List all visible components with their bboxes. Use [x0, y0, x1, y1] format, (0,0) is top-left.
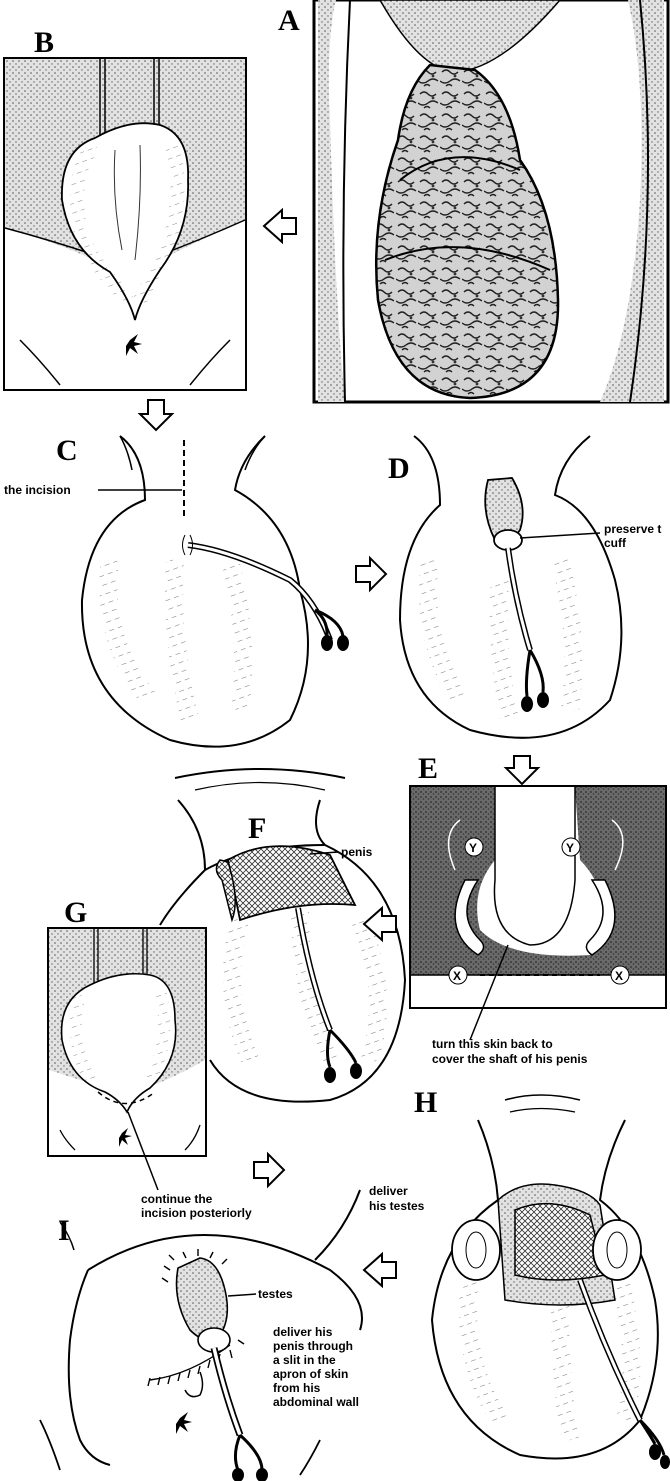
flap-x-right-label: X [615, 969, 623, 983]
arrow-down-icon [506, 756, 538, 784]
deliver-penis-label-line4: apron of skin [273, 1367, 348, 1381]
penis-label: penis [341, 845, 373, 859]
panel-h-illustration [432, 1095, 670, 1469]
panel-g-illustration [48, 928, 206, 1190]
arrow-down-icon [140, 400, 172, 430]
panel-c-illustration [82, 436, 349, 747]
panel-b-illustration [4, 58, 246, 390]
panel-f-letter: F [248, 812, 266, 845]
flap-y-right-label: Y [566, 841, 574, 855]
deliver-penis-label-line6: abdominal wall [273, 1395, 359, 1409]
flap-x-left-label: X [453, 969, 461, 983]
panel-h-letter: H [414, 1086, 437, 1119]
preserve-cuff-label-line1: preserve t [604, 522, 661, 536]
preserve-cuff-label-line2: cuff [604, 536, 627, 550]
deliver-testes-label-line1: deliver [369, 1184, 408, 1198]
turn-skin-label-line1: turn this skin back to [432, 1037, 553, 1051]
arrow-right-icon [254, 1154, 284, 1186]
panel-d-letter: D [388, 452, 410, 485]
incision-label: the incision [4, 483, 71, 497]
panel-e-letter: E [418, 752, 438, 785]
flap-y-left-label: Y [469, 841, 477, 855]
deliver-penis-label-line1: deliver his [273, 1325, 333, 1339]
arrow-left-icon [364, 1254, 396, 1286]
panel-g-letter: G [64, 896, 87, 929]
continue-incision-label-line2: incision posteriorly [141, 1206, 252, 1220]
panel-c-letter: C [56, 434, 78, 467]
panel-d-illustration [400, 436, 621, 738]
arrow-right-icon [356, 558, 386, 590]
panel-b-letter: B [34, 26, 54, 59]
testes-label: testes [258, 1287, 293, 1301]
panel-a-letter: A [278, 4, 300, 37]
deliver-penis-label-line3: a slit in the [273, 1353, 336, 1367]
panel-a-illustration [314, 0, 668, 402]
deliver-penis-label-line2: penis through [273, 1339, 353, 1353]
panel-i-letter: I [58, 1214, 70, 1247]
deliver-testes-label-line2: his testes [369, 1199, 425, 1213]
turn-skin-label-line2: cover the shaft of his penis [432, 1052, 588, 1066]
continue-incision-label-line1: continue the [141, 1192, 213, 1206]
panel-e-illustration [410, 786, 666, 1040]
arrow-left-icon [264, 210, 296, 242]
deliver-penis-label-line5: from his [273, 1381, 321, 1395]
